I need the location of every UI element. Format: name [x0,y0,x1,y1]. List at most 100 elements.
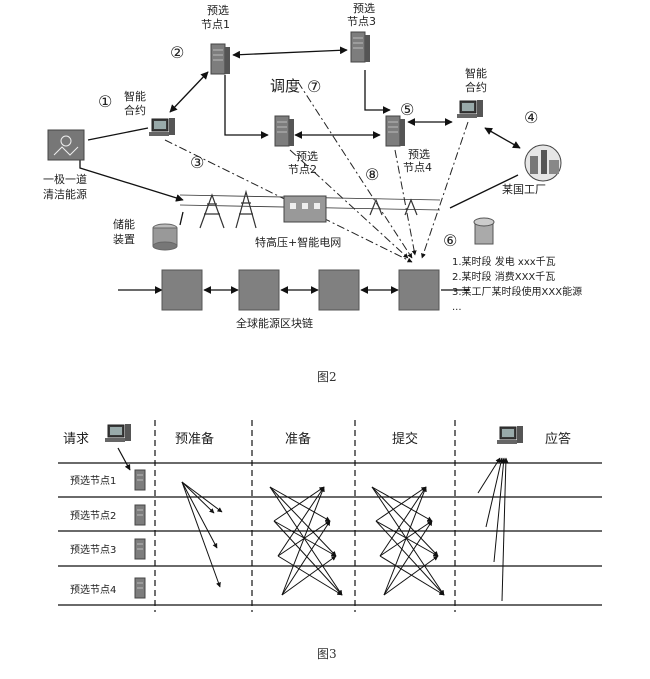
server-icon [210,43,231,75]
message-arrow [375,486,427,522]
message-arrow [273,520,343,596]
block [238,269,280,311]
label-node4: 预选节点4 [403,148,432,174]
step-numbers: ① ② ③ ④ ⑤ ⑥ ⑦ ⑧ [98,43,538,250]
fig3-separators [154,420,456,612]
message-arrow [371,486,439,557]
step-number: ① [98,92,112,111]
fig3-phase-labels: 请求 预准备 准备 提交 应答 [63,431,571,447]
phase-label-reply: 应答 [545,431,571,447]
blockchain-row [118,269,470,311]
message-arrow [371,486,433,522]
node-row-label: 预选节点1 [70,474,116,487]
record-line: 1.某时段 发电 xxx千瓦 [452,255,556,268]
record-line: ... [452,302,462,313]
phase-label-commit: 提交 [392,431,418,447]
message-arrow [273,486,325,522]
record-line-node2 [289,149,409,259]
figure2: 预选节点1 预选节点3 预选节点2 预选节点4 智能合约 智能合约 调度 一极一… [43,2,582,384]
computer-icon [104,423,132,443]
link-node1-contract [169,71,209,113]
message-arrow [277,555,343,596]
step-number: ③ [190,153,204,172]
label-blockchain: 全球能源区块链 [236,316,313,330]
record-line-node4 [394,149,417,256]
figure2-caption: 图2 [317,370,337,384]
server-icon [134,504,146,526]
label-storage: 储能装置 [113,217,135,246]
phase-label-preprepare: 预准备 [175,431,214,447]
server-icon [274,115,295,147]
factory-icon [524,144,562,182]
link-energy-grid [79,142,184,202]
link-storage-grid [179,211,184,226]
computer-icon [148,117,176,137]
step-number: ⑦ [307,77,321,96]
message-arrow [485,457,504,528]
message-arrow [493,457,507,563]
storage-tank-icon [152,223,178,251]
phase-label-request: 请求 [63,432,89,447]
record-line-dispatch [297,81,413,259]
fig3-message-arrows [181,457,509,602]
label-contract-left: 智能合约 [124,89,146,117]
computer-icon [496,425,524,445]
label-node2: 预选节点2 [288,150,318,176]
step-number: ⑤ [400,100,414,119]
fig3-node-labels: 预选节点1 预选节点2 预选节点3 预选节点4 [70,474,116,596]
step-number: ② [170,43,184,62]
request-arrow [117,447,131,471]
label-grid: 特高压+智能电网 [255,235,341,249]
server-icon [350,31,371,63]
computer-icon [456,99,484,119]
solar-panel-icon [47,129,85,161]
figure3: 请求 预准备 准备 提交 应答 预选节点1 预选节点2 预选节点3 预选节点4 … [58,420,602,661]
server-icon [385,115,406,147]
block-new [398,269,440,311]
message-arrow [277,486,325,557]
record-line-contract [164,139,413,263]
message-arrow [181,481,215,514]
node-row-label: 预选节点3 [70,543,116,556]
message-arrow [181,481,223,513]
label-node1: 预选节点1 [201,4,230,31]
message-arrow [181,481,218,549]
message-arrow [281,520,331,596]
step-number: ⑥ [443,231,457,250]
message-arrow [375,520,445,596]
node-row-label: 预选节点4 [70,583,116,596]
label-node3: 预选节点3 [347,2,376,28]
record-line: 3.某工厂某时段使用XXX能源 [452,285,582,298]
link-energy-contract [87,127,149,141]
message-arrow [379,555,445,596]
fig2-record-lines [164,81,469,263]
link-factory-grid [449,174,519,209]
device-icon [473,217,495,245]
message-arrow [383,520,433,596]
fig3-timelines [58,462,602,606]
figure3-caption: 图3 [317,647,337,661]
message-arrow [477,457,501,494]
message-arrow [379,486,427,557]
fig2-connectors [79,46,521,226]
label-factory: 某国工厂 [502,183,546,196]
message-arrow [273,520,337,557]
message-arrow [269,486,337,557]
message-arrow [383,555,439,596]
link-node3-node4 [364,70,391,114]
label-clean-energy: 一极一道清洁能源 [43,172,87,201]
phase-label-prepare: 准备 [285,431,311,447]
link-contract-factory [484,127,521,149]
label-contract-right: 智能合约 [465,66,487,94]
message-arrow [371,486,445,596]
link-node1-node2 [224,75,269,139]
step-number: ④ [524,108,538,127]
record-line: 2.某时段 消费XXX千瓦 [452,270,555,283]
block [318,269,360,311]
records-list: 1.某时段 发电 xxx千瓦 2.某时段 消费XXX千瓦 3.某工厂某时段使用X… [452,255,582,313]
server-icon [134,577,146,599]
message-arrow [501,457,509,602]
server-icon [134,469,146,491]
link-node1-node3 [232,46,348,59]
